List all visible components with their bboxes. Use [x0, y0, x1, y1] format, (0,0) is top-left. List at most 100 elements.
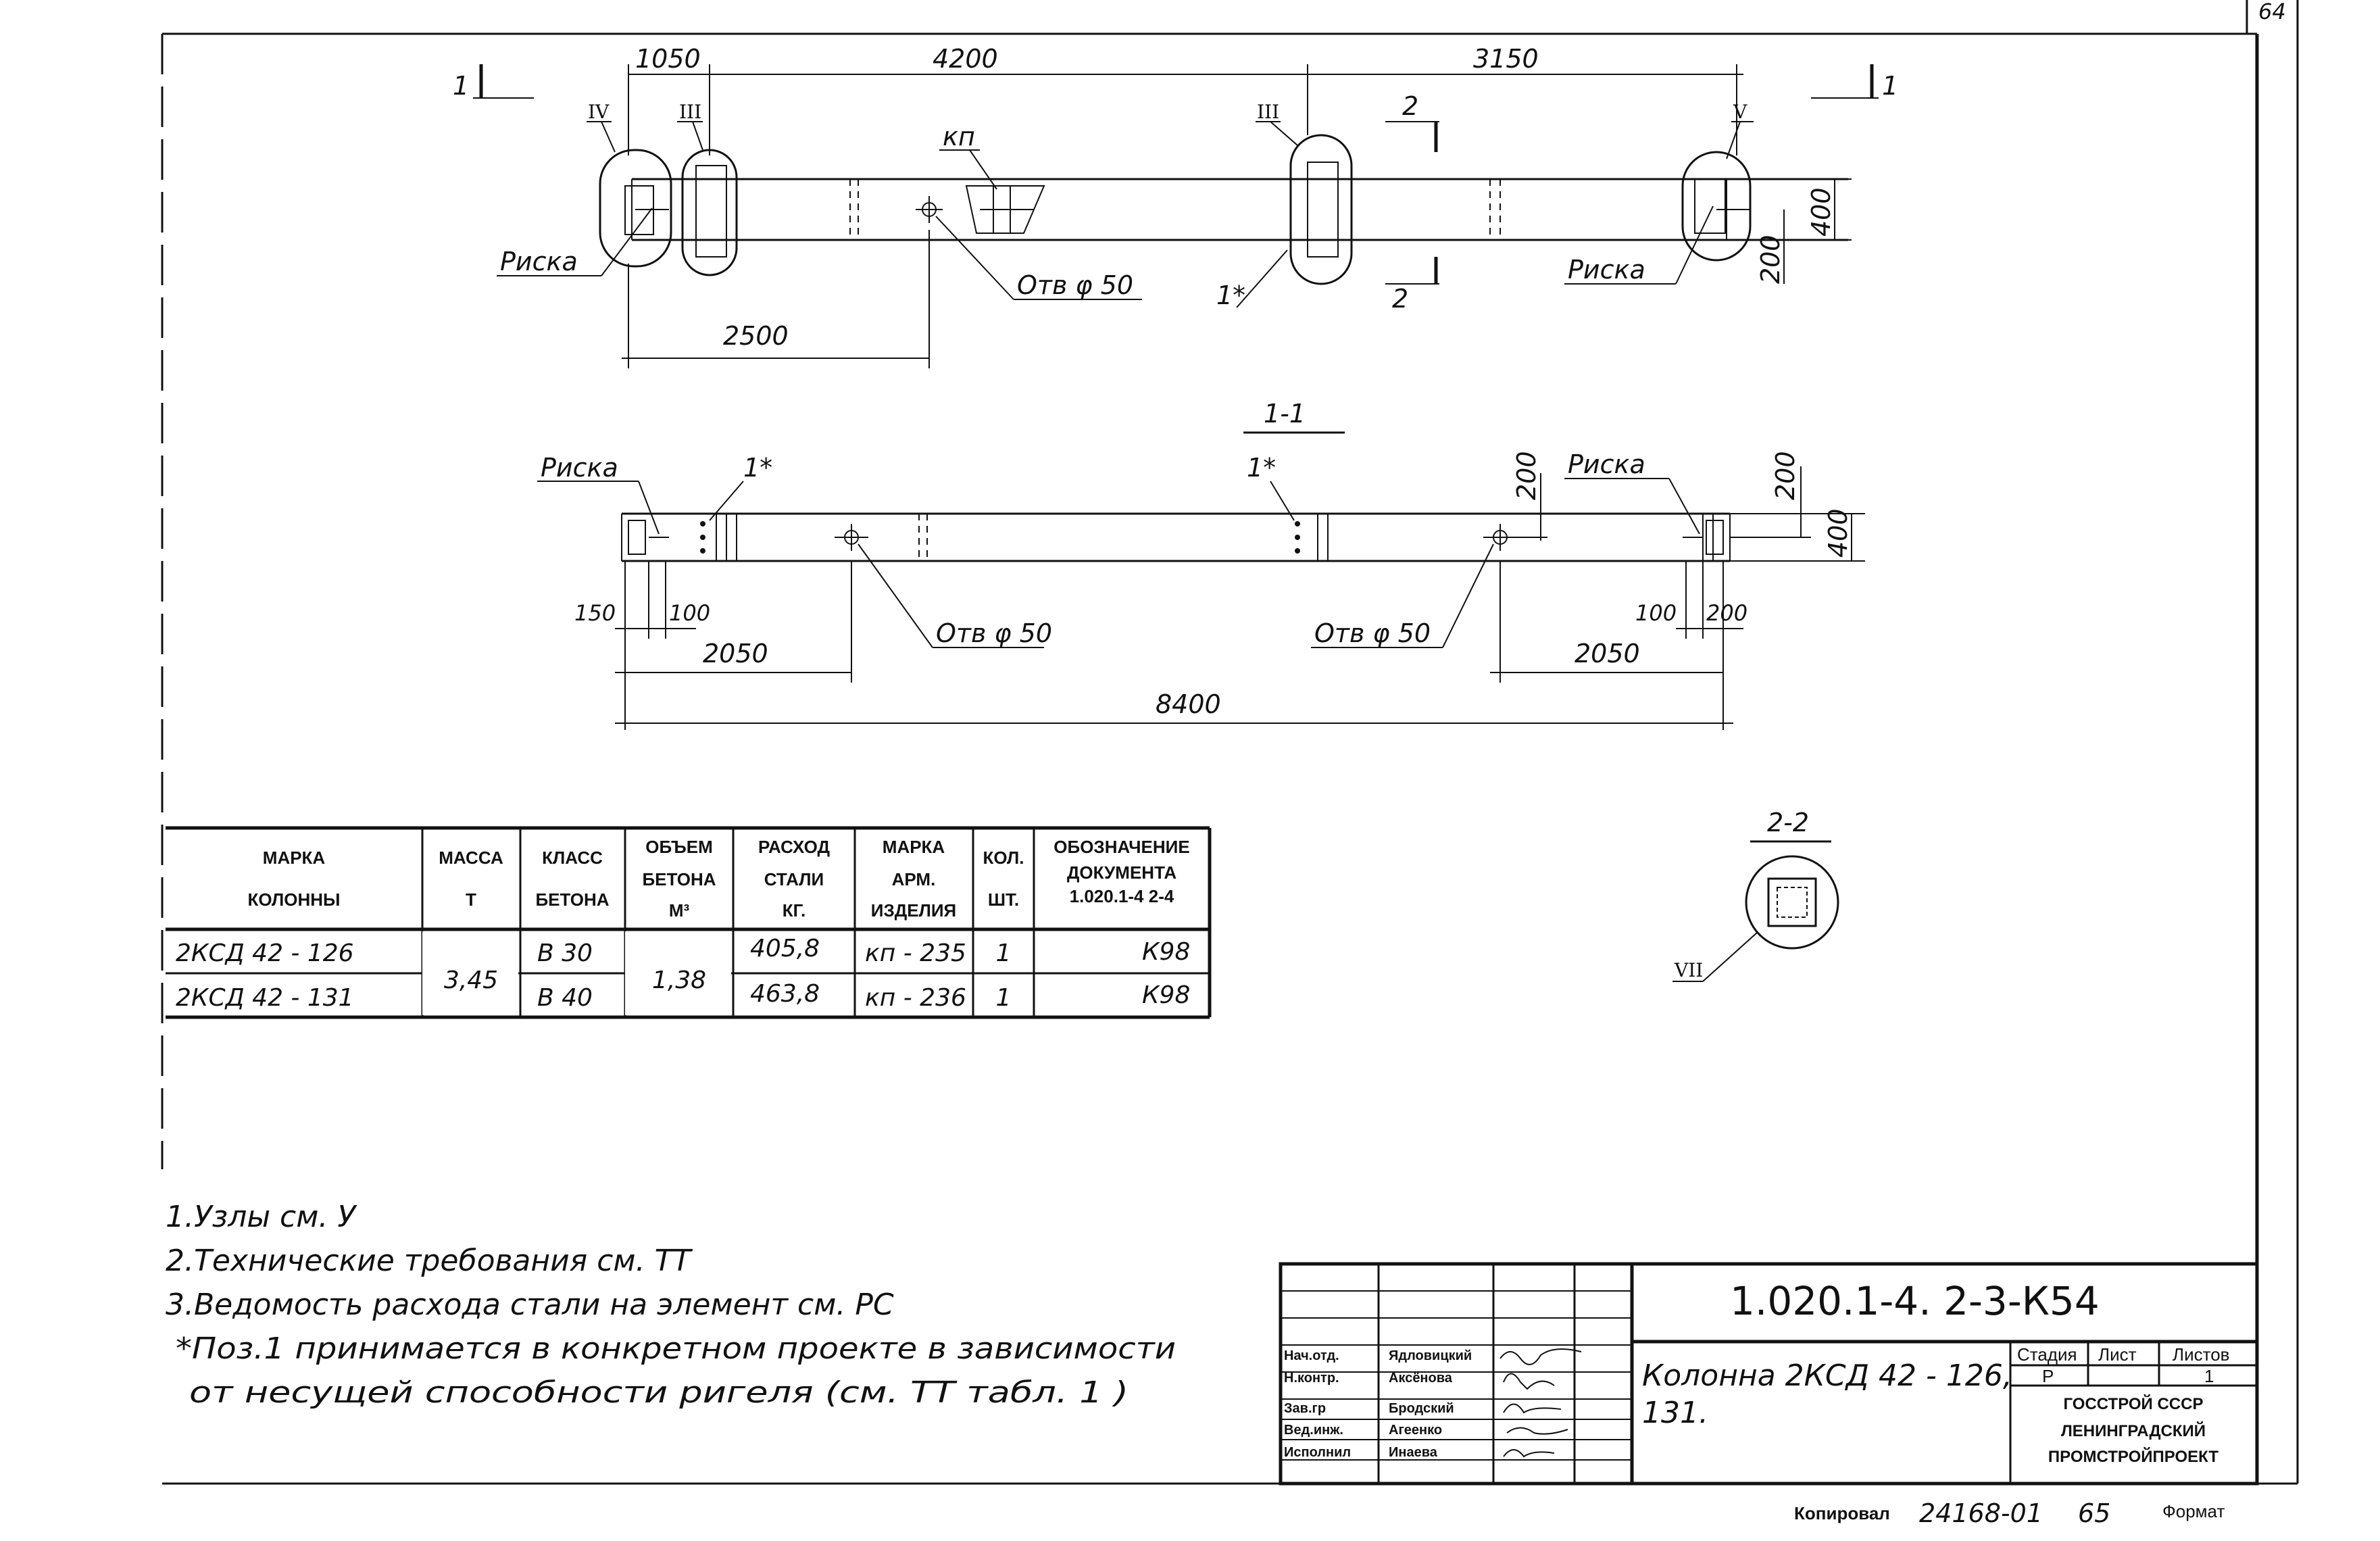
row1-klass: В 30 [537, 939, 593, 967]
spec-table: МАРКА КОЛОННЫ МАССА Т КЛАСС БЕТОНА ОБЪЕМ… [166, 826, 1212, 1019]
hdr-oboz-1: ОБОЗНАЧЕНИЕ [1053, 837, 1189, 857]
hdr-obem-3: М³ [669, 900, 690, 921]
dim-400-plan: 400 [1806, 187, 1836, 237]
row2-kol: 1 [996, 984, 1012, 1012]
signature-5 [1503, 1449, 1555, 1458]
notes: 1.Узлы см. У 2.Технические требования см… [166, 1200, 1176, 1410]
hdr-klass-1: КЛАСС [542, 848, 603, 868]
hdr-oboz-3: 1.020.1-4 2-4 [1070, 886, 1174, 906]
dim-1050: 1050 [635, 44, 701, 74]
section-dim-8400: 8400 [1156, 689, 1221, 719]
hdr-kol-1: КОЛ. [983, 848, 1024, 868]
section-hole-label-left: Отв φ 50 [936, 618, 1052, 648]
row1-marka: 2КСД 42 - 126 [176, 939, 354, 967]
drawing-title-2: 131. [1642, 1396, 1708, 1430]
role-5: Исполнил [1284, 1445, 1351, 1460]
role-2: Н.контр. [1284, 1371, 1339, 1386]
signature-2 [1503, 1373, 1555, 1390]
section-1-1: 1-1 Риска [537, 399, 1865, 730]
sheet-frame: 64 [161, 0, 2299, 1485]
section-2-2: 2-2 VII [1672, 808, 1839, 982]
section-dim-2050-left: 2050 [703, 639, 768, 668]
section-dim-2050-right: 2050 [1575, 639, 1640, 668]
row1-arm: кп - 235 [865, 939, 966, 967]
note-2: 2.Технические требования см. ТТ [166, 1244, 693, 1278]
org-2: ЛЕНИНГРАДСКИЙ [2061, 1421, 2206, 1440]
row2-marka: 2КСД 42 - 131 [176, 984, 354, 1012]
section-mark-1-left: 1 [453, 71, 469, 101]
row1-rashod: 405,8 [750, 935, 820, 962]
hdr-rashod-3: КГ. [783, 900, 806, 921]
node-v-callout [1681, 151, 1752, 262]
node-label-vii: VII [1674, 959, 1703, 981]
node-label-iv: IV [588, 101, 610, 123]
node-label-v: V [1733, 101, 1747, 123]
node-iii-right-callout [1289, 134, 1353, 285]
hdr-kol-2: ШТ. [988, 889, 1019, 910]
hdr-obem-2: БЕТОНА [642, 869, 716, 889]
plan-view: 1050 4200 3150 1 1 2 2 IV III III V кп [453, 44, 1898, 368]
note-3: 3.Ведомость расхода стали на элемент см.… [166, 1288, 894, 1322]
hdr-klass-2: БЕТОНА [535, 889, 609, 910]
row2-klass: В 40 [537, 984, 593, 1012]
drawing-title-1: Колонна 2КСД 42 - 126, [1642, 1359, 2012, 1393]
page-number: 64 [2258, 0, 2286, 24]
section-hole-label-right: Отв φ 50 [1314, 618, 1431, 648]
section-mark-2-bottom: 2 [1392, 284, 1408, 314]
hdr-massa-2: Т [466, 889, 476, 910]
row2-oboz: К98 [1142, 981, 1190, 1009]
section-1-1-title: 1-1 [1264, 399, 1306, 429]
name-2: Аксёнова [1389, 1371, 1453, 1386]
section-dim-150: 150 [574, 600, 616, 626]
name-3: Бродский [1389, 1401, 1454, 1416]
stage-header-1: Стадия [2017, 1344, 2077, 1365]
node-label-iii-b: III [1257, 101, 1279, 123]
dim-3150: 3150 [1473, 44, 1539, 74]
name-5: Инаева [1389, 1445, 1438, 1460]
hdr-rashod-2: СТАЛИ [764, 869, 824, 889]
role-3: Зав.гр [1284, 1401, 1326, 1416]
name-4: Агеенко [1389, 1423, 1442, 1438]
section-dim-200-a: 200 [1512, 451, 1541, 500]
section-1star-a: 1* [743, 453, 772, 483]
role-1: Нач.отд. [1284, 1348, 1339, 1363]
title-block: Нач.отд. Н.контр. Зав.гр Вед.инж. Исполн… [1279, 1262, 2259, 1486]
kp-label: кп [943, 122, 975, 151]
riska-label-right: Риска [1568, 255, 1645, 285]
hdr-arm-2: АРМ. [892, 869, 936, 889]
copy-number: 24168-01 [1919, 1498, 2043, 1528]
section-dim-200-right: 200 [1706, 600, 1747, 626]
dim-2500: 2500 [723, 321, 789, 351]
row1-obem: 1,38 [652, 967, 706, 994]
hdr-rashod-1: РАСХОД [758, 837, 830, 857]
row1-oboz: К98 [1142, 938, 1190, 966]
org-1: ГОССТРОЙ СССР [2064, 1394, 2204, 1413]
name-1: Ядловицкий [1389, 1348, 1472, 1363]
signature-3 [1503, 1403, 1562, 1414]
section-1star-b: 1* [1247, 453, 1276, 483]
riska-label-left: Риска [500, 247, 578, 276]
node-iv-callout [599, 149, 672, 268]
hdr-marka-2: КОЛОННЫ [248, 889, 341, 910]
doc-code: 1.020.1-4. 2-3-К54 [1730, 1278, 2100, 1324]
hdr-massa-1: МАССА [439, 848, 503, 868]
stage-header-2: Лист [2098, 1344, 2137, 1365]
row1-kol: 1 [996, 939, 1012, 967]
hole-label: Отв φ 50 [1017, 270, 1133, 300]
section-riska-right: Риска [1568, 449, 1645, 479]
hdr-marka-1: МАРКА [263, 848, 326, 868]
stage-value-3: 1 [2204, 1366, 2214, 1386]
row2-arm: кп - 236 [865, 984, 966, 1012]
stage-header-3: Листов [2173, 1344, 2229, 1365]
format-label: Формат [2162, 1501, 2225, 1521]
footer: Копировал 24168-01 65 Формат [1794, 1498, 2225, 1528]
hole-phi50 [916, 196, 943, 223]
section-mark-2-top: 2 [1402, 91, 1418, 121]
copied-label: Копировал [1794, 1503, 1890, 1523]
hdr-arm-3: ИЗДЕЛИЯ [871, 900, 956, 921]
section-dim-100-right: 100 [1635, 600, 1677, 626]
stage-value-1: Р [2042, 1366, 2054, 1386]
section-dim-100-left: 100 [669, 600, 710, 626]
hdr-obem-1: ОБЪЕМ [645, 837, 713, 857]
